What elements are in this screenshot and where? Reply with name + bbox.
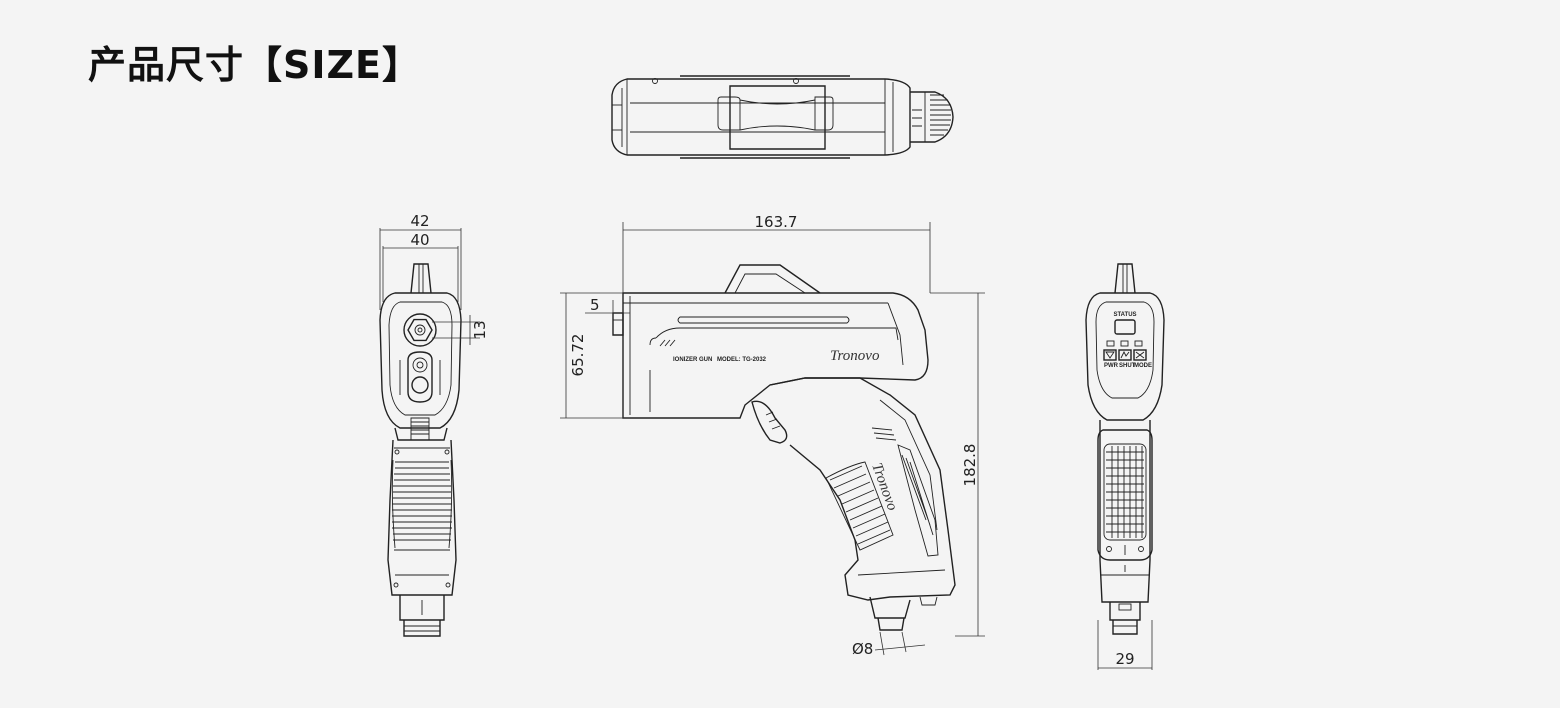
dim-side-inlet-diameter: Ø8: [852, 640, 873, 658]
front-view: 42 40 13: [379, 212, 489, 637]
side-label-model: MODEL: TG-2032: [717, 357, 767, 363]
dim-back-base-width: 29: [1115, 650, 1134, 668]
back-view: STATUS PWR SHUT MODE: [1085, 263, 1165, 670]
back-button-label-1: PWR: [1104, 363, 1119, 369]
dim-side-total-height: 182.8: [961, 444, 979, 487]
dim-front-inner-width: 40: [410, 231, 429, 249]
front-grip-ribs: [391, 459, 453, 549]
dim-side-top-offset: 5: [590, 296, 600, 314]
side-grip-ribs: [825, 461, 894, 551]
top-view: [611, 75, 954, 159]
back-vent-grille: [1103, 443, 1147, 541]
side-view: IONIZER GUN MODEL: TG-2032 Tronovo Trono…: [560, 213, 985, 658]
dim-front-nozzle: 13: [471, 320, 489, 339]
back-status-label: STATUS: [1113, 312, 1136, 318]
dim-front-outer-width: 42: [410, 212, 429, 230]
page-title: 产品尺寸【SIZE】: [88, 43, 422, 87]
side-brand: Tronovo: [830, 348, 880, 364]
side-label-name: IONIZER GUN: [673, 357, 712, 363]
dim-side-length: 163.7: [755, 213, 798, 231]
side-grip-brand: Tronovo: [868, 461, 900, 513]
back-button-label-2: SHUT: [1119, 363, 1136, 369]
dim-side-head-height: 65.72: [569, 334, 587, 377]
back-button-label-3: MODE: [1134, 363, 1152, 369]
